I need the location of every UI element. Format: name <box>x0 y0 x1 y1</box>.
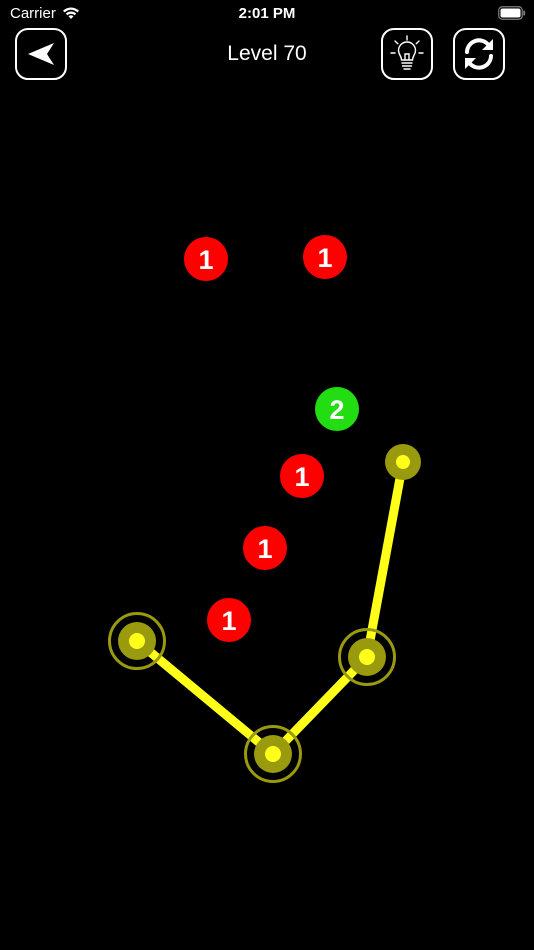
path-node[interactable] <box>338 628 396 686</box>
target-dot: 1 <box>243 526 287 570</box>
path-node[interactable] <box>385 444 421 480</box>
target-dot: 2 <box>315 387 359 431</box>
lightbulb-icon <box>390 35 424 70</box>
target-dot: 1 <box>280 454 324 498</box>
target-count: 1 <box>294 462 309 492</box>
hint-button[interactable] <box>381 28 433 80</box>
drawn-path <box>132 457 408 759</box>
target-count: 1 <box>317 243 332 273</box>
back-button[interactable] <box>15 28 67 80</box>
path-node[interactable] <box>108 612 166 670</box>
restart-button[interactable] <box>453 28 505 80</box>
status-bar: Carrier 2:01 PM <box>0 0 534 28</box>
level-title: Level 70 <box>227 42 307 65</box>
carrier-info: Carrier <box>10 5 80 22</box>
target-dot: 1 <box>207 598 251 642</box>
battery-icon <box>498 6 526 20</box>
target-count: 1 <box>198 245 213 275</box>
target-dot: 1 <box>184 237 228 281</box>
refresh-icon <box>465 38 493 70</box>
status-time: 2:01 PM <box>238 5 296 22</box>
carrier-label: Carrier <box>10 5 56 22</box>
wifi-icon <box>62 7 79 19</box>
target-count: 1 <box>257 534 272 564</box>
path-node[interactable] <box>244 725 302 783</box>
arrow-left-icon <box>28 43 54 65</box>
target-count: 2 <box>329 395 344 425</box>
target-dot: 1 <box>303 235 347 279</box>
target-count: 1 <box>221 606 236 636</box>
